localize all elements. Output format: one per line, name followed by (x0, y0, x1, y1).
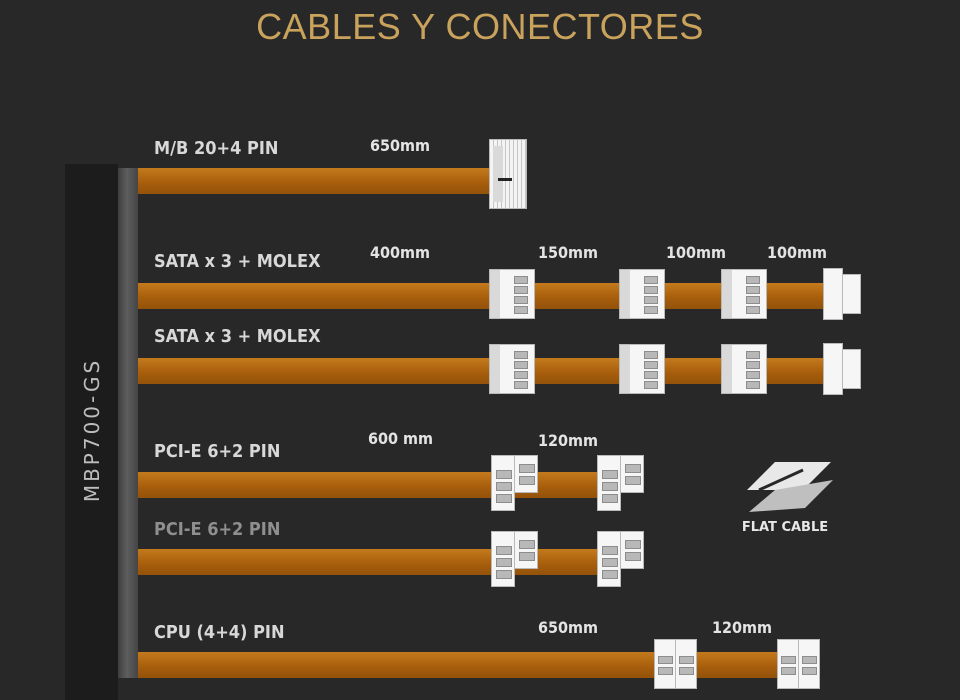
cable-label: PCI-E 6+2 PIN (154, 519, 281, 540)
pcie-6pin-connector (491, 455, 515, 511)
cable-label: M/B 20+4 PIN (154, 138, 279, 159)
molex-connector (823, 343, 843, 395)
sata-connector (721, 344, 767, 394)
cable-strip (138, 652, 796, 678)
sata-connector (721, 269, 767, 319)
cable-length-label: 120mm (538, 431, 599, 450)
molex-connector-face (842, 274, 861, 314)
cable-label: SATA x 3 + MOLEX (154, 326, 321, 347)
psu-block (65, 164, 118, 700)
cable-length-label: 120mm (712, 618, 773, 637)
pcie-2pin-connector (514, 455, 538, 493)
cpu-4pin-connector (777, 639, 799, 689)
atx-24pin-connector (489, 139, 527, 209)
cable-label: SATA x 3 + MOLEX (154, 251, 321, 272)
cable-strip (138, 168, 490, 194)
pcie-6pin-connector (597, 455, 621, 511)
flat-cable-icon (747, 462, 833, 512)
pcie-2pin-connector (514, 531, 538, 569)
pcie-6pin-connector (597, 531, 621, 587)
cable-length-label: 650mm (538, 618, 599, 637)
cpu-4pin-connector (675, 639, 697, 689)
pcie-6pin-connector (491, 531, 515, 587)
cable-connector-bar (118, 168, 138, 678)
sata-connector (489, 269, 535, 319)
flat-cable-label: FLAT CABLE (741, 520, 829, 535)
cable-label: CPU (4+4) PIN (154, 622, 285, 643)
cable-length-label: 600 mm (368, 429, 434, 448)
sata-connector (619, 269, 665, 319)
cpu-4pin-connector (798, 639, 820, 689)
psu-model-label: MBP700-GS (80, 357, 104, 503)
sata-connector (619, 344, 665, 394)
sata-connector (489, 344, 535, 394)
molex-connector-face (842, 349, 861, 389)
molex-connector (823, 268, 843, 320)
pcie-2pin-connector (620, 531, 644, 569)
page-title: CABLES Y CONECTORES (256, 6, 704, 47)
pcie-2pin-connector (620, 455, 644, 493)
cable-length-label: 100mm (666, 243, 727, 262)
cable-length-label: 400mm (370, 243, 431, 262)
cpu-4pin-connector (654, 639, 676, 689)
cable-length-label: 100mm (767, 243, 828, 262)
cable-length-label: 650mm (370, 136, 431, 155)
cable-label: PCI-E 6+2 PIN (154, 441, 281, 462)
cable-length-label: 150mm (538, 243, 599, 262)
